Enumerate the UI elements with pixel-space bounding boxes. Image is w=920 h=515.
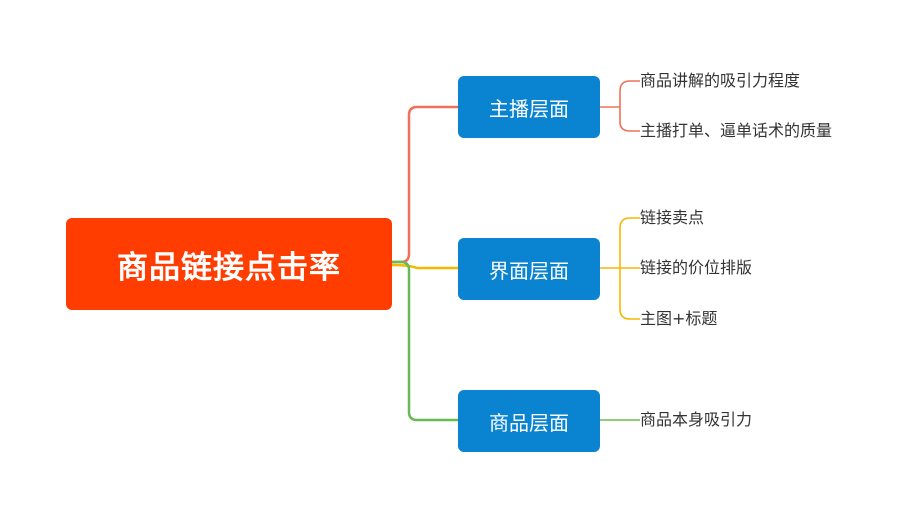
connector-root-branch-1 <box>392 105 458 264</box>
connector-root-branch-3 <box>392 260 458 422</box>
leaf-node[interactable]: 商品讲解的吸引力程度 <box>640 71 801 90</box>
branch-node-interface[interactable]: 界面层面 <box>458 238 600 300</box>
leaf-node[interactable]: 主播打单、逼单话术的质量 <box>640 121 833 140</box>
root-node[interactable]: 商品链接点击率 <box>66 218 392 310</box>
leaf-node[interactable]: 链接卖点 <box>640 208 705 227</box>
leaf-node[interactable]: 主图+标题 <box>640 309 718 328</box>
branch-node-product[interactable]: 商品层面 <box>458 390 600 452</box>
leaf-node[interactable]: 商品本身吸引力 <box>640 410 753 429</box>
connector-root-branch-2 <box>391 263 458 270</box>
connector-branch-1-leaves <box>600 80 640 132</box>
connector-branch-2-leaves <box>600 217 640 320</box>
leaf-node[interactable]: 链接的价位排版 <box>640 258 753 277</box>
branch-node-anchor[interactable]: 主播层面 <box>458 76 600 138</box>
